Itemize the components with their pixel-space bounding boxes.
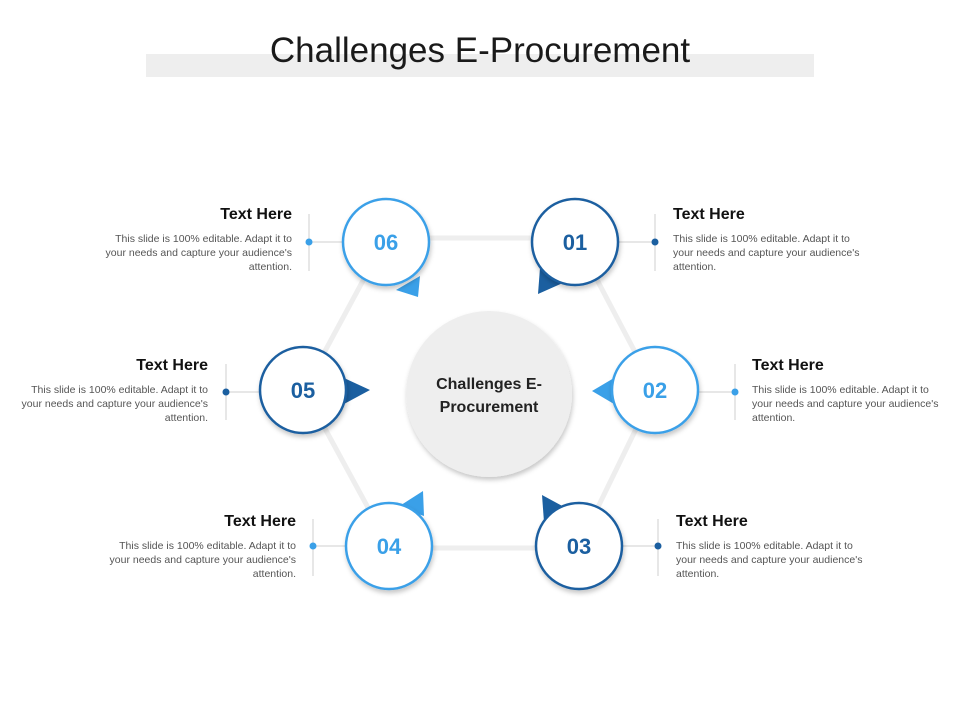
- item-03-heading: Text Here: [676, 513, 748, 530]
- pointer-05: [344, 378, 370, 404]
- connector-dot-06: [305, 238, 313, 246]
- title-underline-bar: [146, 54, 814, 77]
- item-02-body: This slide is 100% editable. Adapt it to…: [752, 384, 939, 424]
- item-05: Text Here This slide is 100% editable. A…: [18, 357, 208, 425]
- item-04-body: This slide is 100% editable. Adapt it to…: [109, 540, 296, 580]
- step-number-06: 06: [374, 230, 398, 255]
- item-01: Text Here This slide is 100% editable. A…: [673, 206, 863, 274]
- step-number-02: 02: [643, 378, 667, 403]
- center-label-line2: Procurement: [440, 399, 539, 416]
- item-01-heading: Text Here: [673, 206, 745, 223]
- item-05-body: This slide is 100% editable. Adapt it to…: [21, 384, 208, 424]
- pointer-01: [538, 268, 565, 294]
- connector-dot-02: [731, 388, 739, 396]
- item-06-body: This slide is 100% editable. Adapt it to…: [105, 233, 292, 273]
- connector-dot-04: [309, 542, 317, 550]
- item-02-heading: Text Here: [752, 357, 824, 374]
- item-02: Text Here This slide is 100% editable. A…: [752, 357, 942, 425]
- connector-dot-01: [651, 238, 659, 246]
- connector-dot-05: [222, 388, 230, 396]
- step-number-04: 04: [377, 534, 402, 559]
- pointer-06: [396, 276, 420, 297]
- connector-dot-03: [654, 542, 662, 550]
- item-03-body: This slide is 100% editable. Adapt it to…: [676, 540, 863, 580]
- step-circle-01: 01: [530, 197, 620, 287]
- step-number-03: 03: [567, 534, 591, 559]
- item-04: Text Here This slide is 100% editable. A…: [106, 513, 296, 581]
- step-circle-06: 06: [341, 197, 431, 287]
- item-06-heading: Text Here: [220, 206, 292, 223]
- step-circle-03: 03: [534, 501, 624, 591]
- center-circle: [406, 311, 572, 477]
- step-number-01: 01: [563, 230, 587, 255]
- item-06: Text Here This slide is 100% editable. A…: [102, 206, 292, 274]
- slide-title: Challenges E-Procurement: [269, 31, 691, 70]
- item-05-heading: Text Here: [136, 357, 208, 374]
- step-circle-05: 05: [258, 345, 348, 435]
- item-03: Text Here This slide is 100% editable. A…: [676, 513, 866, 581]
- step-number-05: 05: [291, 378, 315, 403]
- pointer-02: [592, 378, 614, 404]
- pointer-04: [398, 491, 424, 516]
- item-01-body: This slide is 100% editable. Adapt it to…: [673, 233, 860, 273]
- step-circle-02: 02: [610, 345, 700, 435]
- item-04-heading: Text Here: [224, 513, 296, 530]
- step-circle-04: 04: [344, 501, 434, 591]
- center-label-line1: Challenges E-: [436, 376, 542, 393]
